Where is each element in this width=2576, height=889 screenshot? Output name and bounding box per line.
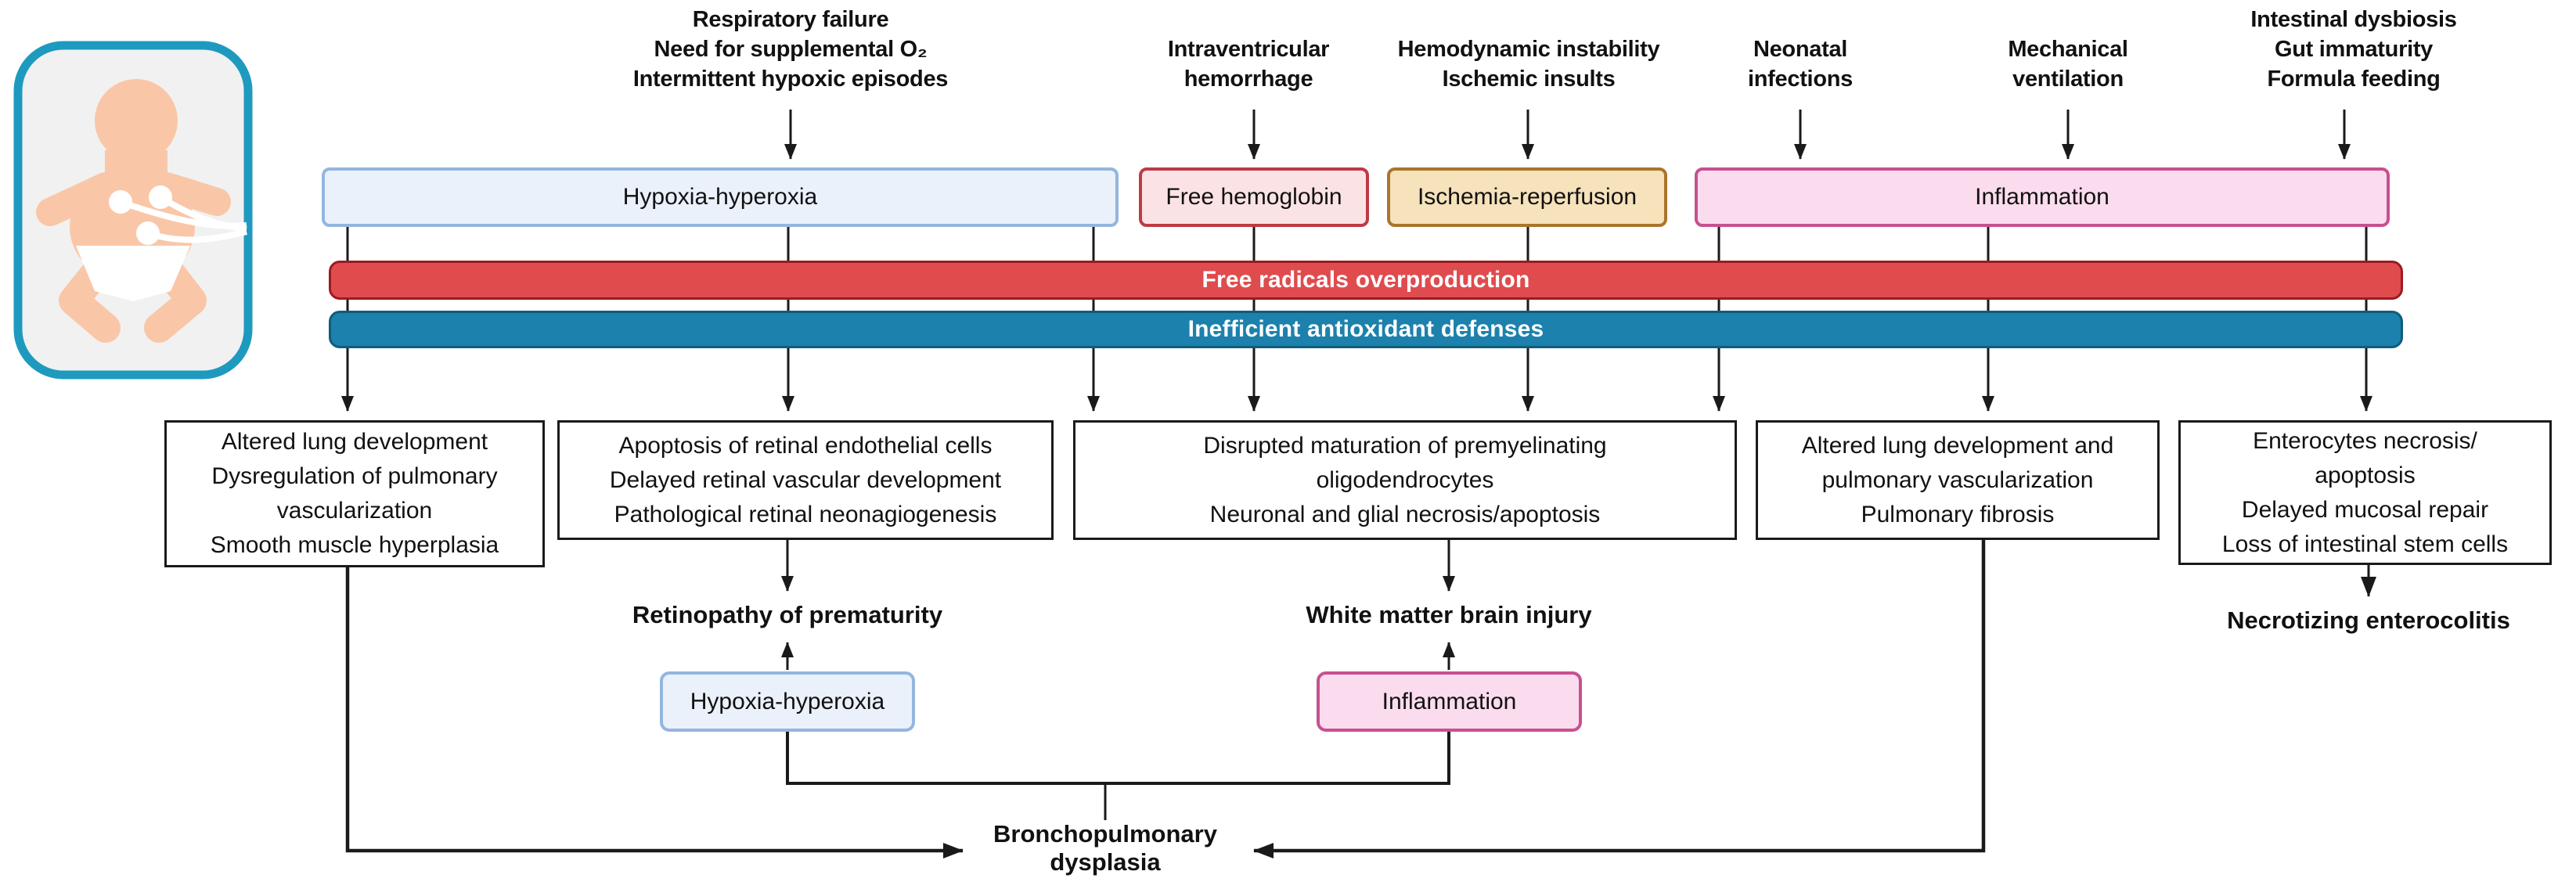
outcome-line: apoptosis bbox=[2315, 462, 2416, 488]
outcome-line: Dysregulation of pulmonary bbox=[211, 463, 498, 489]
outcome-oligodendrocytes: Disrupted maturation of premyelinating o… bbox=[1073, 420, 1737, 540]
outcome-line: vascularization bbox=[276, 498, 433, 524]
cause-respiratory-failure: Respiratory failure Need for supplementa… bbox=[540, 5, 1041, 94]
outcome-line: Delayed retinal vascular development bbox=[609, 466, 1002, 493]
outcome-line: Smooth muscle hyperplasia bbox=[210, 532, 499, 558]
mediator-free-hemoglobin: Free hemoglobin bbox=[1139, 167, 1369, 227]
cause-line: Intestinal dysbiosis bbox=[2250, 7, 2457, 32]
arrow-cause-to-mediator bbox=[784, 110, 2351, 160]
outcome-line: oligodendrocytes bbox=[1316, 466, 1494, 493]
feedback-hypoxia-hyperoxia: Hypoxia-hyperoxia bbox=[660, 671, 915, 732]
bar-free-radicals-overproduction: Free radicals overproduction bbox=[329, 261, 2403, 300]
outcome-retinal: Apoptosis of retinal endothelial cells D… bbox=[557, 420, 1054, 540]
outcome-lung-development: Altered lung development Dysregulation o… bbox=[164, 420, 545, 567]
outcome-enterocytes: Enterocytes necrosis/ apoptosis Delayed … bbox=[2178, 420, 2552, 565]
feedback-label: Inflammation bbox=[1382, 688, 1517, 714]
cause-neonatal-infections: Neonatal infections bbox=[1683, 34, 1918, 94]
outcome-line: Enterocytes necrosis/ bbox=[2253, 427, 2477, 454]
disease-line: Bronchopulmonary bbox=[993, 820, 1217, 848]
mediator-ischemia-reperfusion: Ischemia-reperfusion bbox=[1387, 167, 1667, 227]
outcome-line: Apoptosis of retinal endothelial cells bbox=[618, 432, 993, 459]
outcome-pulmonary-fibrosis: Altered lung development and pulmonary v… bbox=[1756, 420, 2160, 540]
cause-line: infections bbox=[1748, 67, 1853, 92]
cause-line: Intermittent hypoxic episodes bbox=[632, 67, 949, 92]
bar-label: Inefficient antioxidant defenses bbox=[1187, 316, 1544, 342]
cause-line: hemorrhage bbox=[1184, 67, 1313, 92]
bar-inefficient-antioxidant-defenses: Inefficient antioxidant defenses bbox=[329, 311, 2403, 348]
outcome-line: Altered lung development bbox=[221, 429, 488, 455]
cause-hemodynamic-instability: Hemodynamic instability Ischemic insults bbox=[1325, 34, 1732, 94]
outcome-line: Pathological retinal neonagiogenesis bbox=[614, 501, 997, 527]
cause-line: Ischemic insults bbox=[1442, 67, 1616, 92]
mediator-inflammation: Inflammation bbox=[1695, 167, 2390, 227]
bracket-to-bpd bbox=[786, 732, 1450, 785]
cause-line: Neonatal bbox=[1753, 37, 1848, 62]
bar-label: Free radicals overproduction bbox=[1202, 267, 1530, 293]
cause-line: Hemodynamic instability bbox=[1397, 37, 1660, 62]
disease-bronchopulmonary-dysplasia: Bronchopulmonary dysplasia bbox=[949, 820, 1262, 876]
outcome-line: Disrupted maturation of premyelinating bbox=[1203, 432, 1607, 459]
disease-necrotizing-enterocolitis: Necrotizing enterocolitis bbox=[2227, 606, 2510, 634]
feedback-label: Hypoxia-hyperoxia bbox=[690, 688, 885, 714]
preterm-infant-icon bbox=[13, 41, 253, 380]
mediator-hypoxia-hyperoxia: Hypoxia-hyperoxia bbox=[322, 167, 1119, 227]
mediator-label: Hypoxia-hyperoxia bbox=[622, 184, 818, 210]
mediator-label: Inflammation bbox=[1975, 184, 2109, 210]
cause-intraventricular-hemorrhage: Intraventricular hemorrhage bbox=[1092, 34, 1405, 94]
cause-line: Formula feeding bbox=[2267, 67, 2441, 92]
outcome-line: pulmonary vascularization bbox=[1821, 466, 2094, 493]
cause-line: Mechanical bbox=[2008, 37, 2128, 62]
disease-retinopathy-of-prematurity: Retinopathy of prematurity bbox=[632, 601, 943, 628]
cause-line: Need for supplemental O₂ bbox=[654, 37, 928, 62]
disease-line: dysplasia bbox=[1050, 848, 1161, 876]
cause-line: Intraventricular bbox=[1167, 37, 1330, 62]
feedback-inflammation: Inflammation bbox=[1317, 671, 1582, 732]
outcome-line: Altered lung development and bbox=[1801, 432, 2114, 459]
cause-line: ventilation bbox=[2012, 67, 2124, 92]
outcome-line: Loss of intestinal stem cells bbox=[2221, 531, 2509, 557]
disease-white-matter-brain-injury: White matter brain injury bbox=[1306, 601, 1592, 628]
cause-line: Gut immaturity bbox=[2274, 37, 2434, 62]
outcome-line: Delayed mucosal repair bbox=[2241, 496, 2489, 523]
cause-intestinal-dysbiosis: Intestinal dysbiosis Gut immaturity Form… bbox=[2189, 5, 2518, 94]
mediator-label: Ischemia-reperfusion bbox=[1417, 184, 1637, 210]
mediator-label: Free hemoglobin bbox=[1166, 184, 1342, 210]
outcome-line: Neuronal and glial necrosis/apoptosis bbox=[1209, 501, 1601, 527]
cause-line: Respiratory failure bbox=[692, 7, 889, 32]
outcome-line: Pulmonary fibrosis bbox=[1861, 501, 2055, 527]
cause-mechanical-ventilation: Mechanical ventilation bbox=[1943, 34, 2193, 94]
